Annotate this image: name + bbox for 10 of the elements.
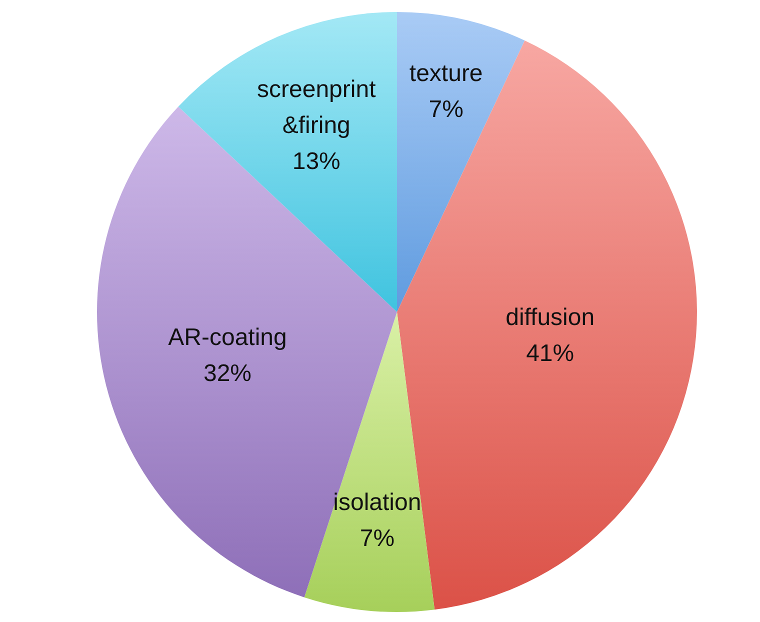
- slice-label: AR-coating: [168, 322, 287, 352]
- value-label: 7%: [360, 524, 395, 554]
- value-label: 41%: [526, 339, 574, 370]
- value-label: 7%: [428, 95, 464, 126]
- value-label: 32%: [203, 358, 252, 388]
- slice-label: screenprint &firing: [256, 74, 377, 141]
- value-label: 13%: [292, 146, 340, 177]
- slice-label: texture: [409, 59, 483, 90]
- slice-label: diffusion: [506, 303, 595, 334]
- slice-label: isolation: [333, 488, 422, 518]
